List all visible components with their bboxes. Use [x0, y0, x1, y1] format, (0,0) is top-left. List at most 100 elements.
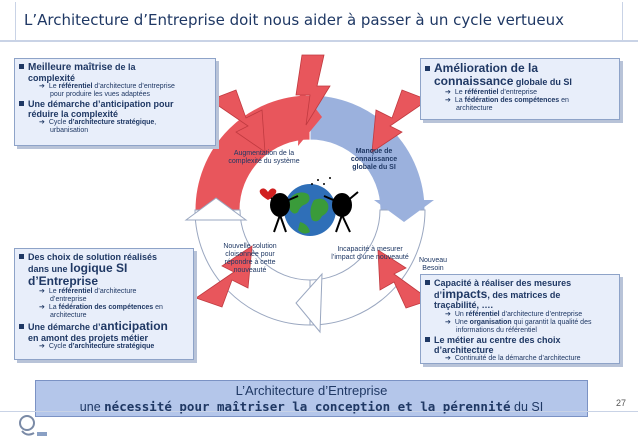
- br-item-1-line2: d’impacts, des matrices de: [425, 287, 615, 302]
- bullet-square-icon: [425, 280, 430, 285]
- cycle-label-top-right: Manque de connaissance globale du SI: [350, 148, 398, 172]
- tr-sub-2-pre: La: [454, 96, 465, 104]
- tr-sub-2-post: en: [559, 96, 569, 104]
- title-frame-right: [622, 2, 623, 40]
- bl-item-2-pre: Une démarche d’: [28, 321, 101, 332]
- tl-sub-2: ➔Cycle d’architecture stratégique,: [19, 119, 211, 127]
- lightning-arrow-top-left: [209, 89, 266, 153]
- bl-item-1-line3: d’Entreprise: [28, 274, 99, 289]
- cycle-label-top-left: Augmentation de la complexité du système: [228, 150, 300, 166]
- arrow-right-icon: ➔: [445, 96, 451, 104]
- heart-icon: [259, 188, 277, 200]
- arrow-right-icon: ➔: [39, 119, 45, 127]
- bl-sub-1-pre: Le: [48, 288, 59, 296]
- cycle-label-bottom-right: Incapacité à mesurer l’impact d’une nouv…: [331, 246, 409, 262]
- tl-item-2: Une démarche d’anticipation pour: [19, 99, 211, 109]
- tl-item-1-rest: de la: [112, 62, 136, 72]
- tr-sub-1-post: d’entreprise: [498, 88, 537, 96]
- footer-line2: une nécessité pour maîtriser la concepti…: [36, 399, 587, 414]
- footer-line2-post: du SI: [510, 400, 544, 414]
- br-sub-3-text: Continuité de la démarche d’architecture: [454, 354, 581, 362]
- tl-sub-2-post: ,: [154, 119, 157, 127]
- logo-icon: [19, 415, 47, 436]
- bl-item-2-line2: en amont des projets métier: [28, 333, 149, 344]
- br-sub-3: ➔Continuité de la démarche d’architectur…: [425, 355, 615, 363]
- bullet-square-icon: [19, 64, 24, 69]
- footer-line2-pre: une: [79, 400, 105, 414]
- tr-sub-1: ➔Le référentiel d’entreprise: [425, 89, 615, 97]
- br-item-1-line2-pre: d’: [434, 290, 442, 301]
- tl-sub-2-pre: Cycle: [48, 119, 69, 127]
- bl-sub-1: ➔Le référentiel d’architecture: [19, 288, 189, 296]
- tr-sub-2-line2: architecture: [456, 104, 493, 112]
- lightning-arrow-top-right: [371, 89, 429, 153]
- br-sub-1: ➔Un référentiel d’architecture d’entrepr…: [425, 311, 615, 319]
- tl-sub-2-bold: d’architecture stratégique: [68, 119, 155, 127]
- bl-sub-3-pre: Cycle: [48, 343, 69, 351]
- arrow-right-icon: ➔: [39, 304, 45, 312]
- page-number: 27: [616, 398, 627, 408]
- footer-line2-bold: nécessité pour maîtriser la conception e…: [104, 399, 511, 414]
- bl-sub-1-post: d’architecture: [92, 288, 137, 296]
- box-top-right: Amélioration de la connaissance globale …: [420, 58, 620, 120]
- box-top-left: Meilleure maîtrise de la complexité ➔Le …: [14, 58, 216, 146]
- title-rule: [0, 40, 638, 42]
- tr-item-1: Amélioration de la: [425, 61, 615, 75]
- bl-sub-3: ➔Cycle d’architecture stratégique: [19, 343, 189, 351]
- bl-sub-1-bold: référentiel: [58, 288, 93, 296]
- br-item-1: Capacité à réaliser des mesures: [425, 278, 615, 288]
- new-need-label: Nouveau Besoin: [418, 257, 448, 273]
- bl-sub-1-line2: d’entreprise: [50, 296, 87, 304]
- bl-item-1-line1: Des choix de solution réalisés: [28, 252, 158, 262]
- arrow-right-icon: ➔: [445, 311, 451, 319]
- br-item-1-line2-post: , des matrices de: [487, 290, 561, 301]
- br-item-2: Le métier au centre des choix: [425, 335, 615, 345]
- bl-item-1: Des choix de solution réalisés: [19, 252, 189, 262]
- bl-sub-2: ➔La fédération des compétences en: [19, 304, 189, 312]
- box-bottom-left: Des choix de solution réalisés dans une …: [14, 248, 194, 360]
- arrow-right-icon: ➔: [445, 318, 451, 326]
- bullet-square-icon: [425, 336, 430, 342]
- arrow-right-icon: ➔: [445, 88, 451, 96]
- cycle-ring: [184, 88, 434, 334]
- arrow-right-icon: ➔: [39, 343, 45, 351]
- tl-sub-1-line2: pour produire les vues adaptées: [50, 91, 151, 99]
- br-item-1-line2-big: impacts: [442, 287, 488, 302]
- tl-item-1-line2: complexité: [28, 73, 76, 84]
- tr-line2-rest: globale du SI: [513, 77, 572, 88]
- lightning-arrow-bottom-right: [377, 249, 431, 309]
- br-sub-2: ➔Une organisation qui garantit la qualit…: [425, 319, 615, 327]
- br-item-2-line2: d’architecture: [434, 344, 494, 355]
- tl-sub-1: ➔Le référentiel d’architecture d’entrepr…: [19, 83, 211, 91]
- br-sub-1-bold: référentiel: [465, 311, 500, 319]
- footer-line1: L’Architecture d’Entreprise: [235, 383, 388, 398]
- br-item-1-line3: traçabilité, ….: [434, 300, 494, 311]
- bullet-square-icon: [19, 100, 24, 106]
- br-sub-2-post: qui garantit la qualité des: [511, 318, 592, 326]
- br-sub-1-post: d’architecture d’entreprise: [499, 311, 583, 319]
- tl-item-1-bold: Meilleure maîtrise: [28, 62, 113, 73]
- bullet-square-icon: [425, 66, 430, 71]
- tl-item-1: Meilleure maîtrise de la: [19, 62, 211, 73]
- tl-sub-2-line2: urbanisation: [50, 126, 89, 134]
- figures-icon: [263, 191, 359, 233]
- tr-line2: connaissance globale du SI: [425, 75, 615, 88]
- tl-sub-1-bold: référentiel: [58, 83, 93, 91]
- bl-sub-2-bold: fédération des compétences: [58, 304, 154, 312]
- tl-item-2-bold: Une démarche d’anticipation pour: [28, 98, 174, 109]
- lightning-arrow-bottom-left: [195, 245, 253, 308]
- arrow-right-icon: ➔: [39, 288, 45, 296]
- cycle-label-bottom-left: Nouvelle solution cloisonnée pour répond…: [223, 243, 277, 275]
- bullet-square-icon: [19, 254, 24, 259]
- bl-item-1-line2-big: logique SI: [70, 261, 128, 276]
- tr-sub-1-bold: référentiel: [464, 88, 499, 96]
- footer-banner: L’Architecture d’Entreprise une nécessit…: [35, 380, 588, 417]
- br-sub-2-line2: informations du référentiel: [456, 326, 537, 334]
- title-frame-left: [15, 2, 16, 40]
- tr-head: Amélioration de la: [434, 61, 539, 75]
- tr-sub-2-bold: fédération des compétences: [464, 96, 560, 104]
- bl-item-2: Une démarche d’anticipation: [19, 319, 189, 333]
- bl-sub-2-line2: architecture: [50, 311, 87, 319]
- arrow-right-icon: ➔: [445, 354, 451, 362]
